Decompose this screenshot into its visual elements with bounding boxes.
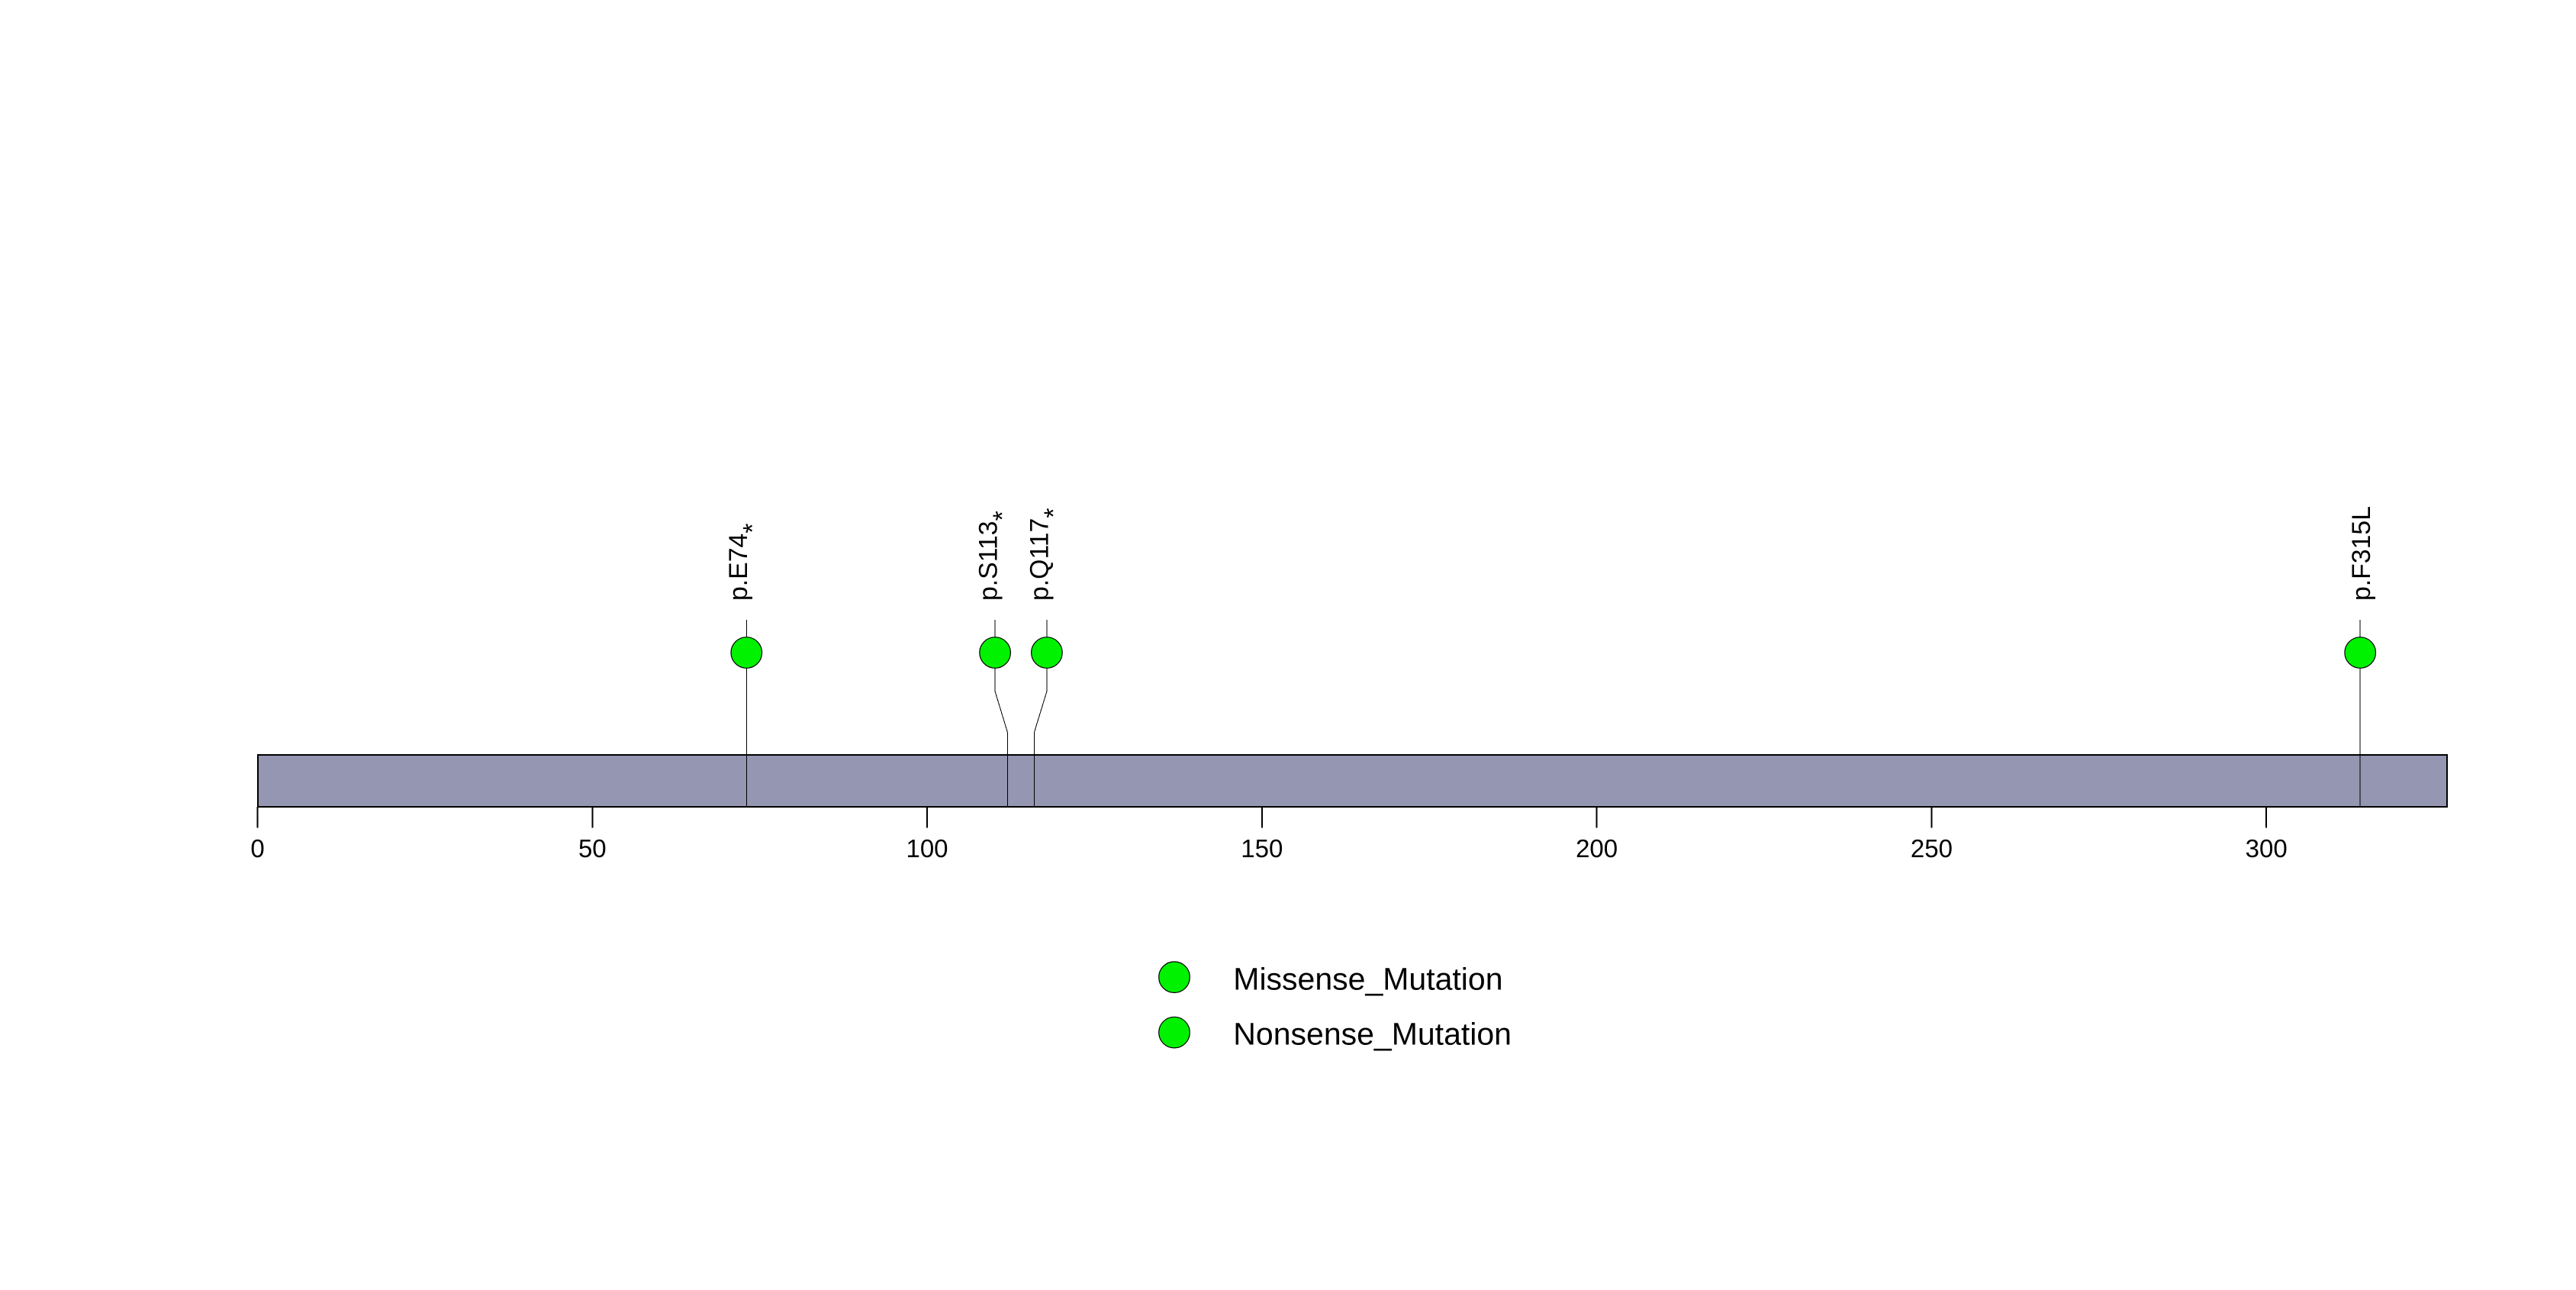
svg-text:100: 100: [906, 834, 948, 863]
svg-text:200: 200: [1576, 834, 1618, 863]
svg-text:Missense_Mutation: Missense_Mutation: [1233, 962, 1502, 997]
svg-text:150: 150: [1241, 834, 1283, 863]
svg-text:p.F315L: p.F315L: [2347, 506, 2376, 601]
svg-text:Nonsense_Mutation: Nonsense_Mutation: [1233, 1017, 1512, 1052]
svg-text:50: 50: [578, 834, 607, 863]
svg-text:0: 0: [250, 834, 264, 863]
svg-text:250: 250: [1911, 834, 1953, 863]
svg-text:300: 300: [2246, 834, 2288, 863]
